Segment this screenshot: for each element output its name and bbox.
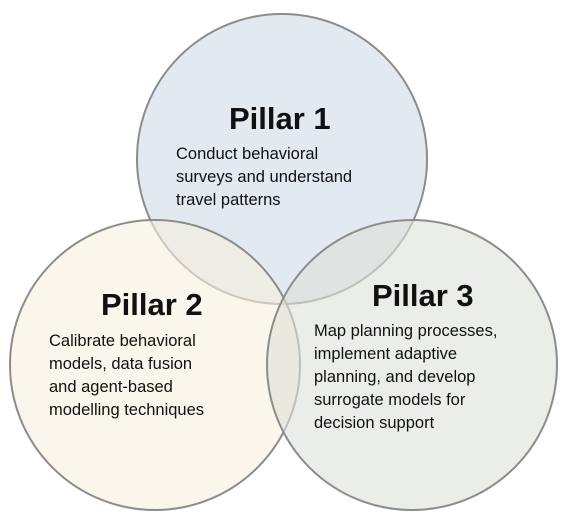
pillar-3-line: planning, and develop xyxy=(314,368,476,386)
pillar-3-line: implement adaptive xyxy=(314,345,458,363)
pillar-2-description: Calibrate behavioral models, data fusion… xyxy=(49,330,204,422)
pillar-3-title: Pillar 3 xyxy=(372,278,474,313)
pillar-3-line: decision support xyxy=(314,414,435,432)
pillar-3-line: surrogate models for xyxy=(314,391,466,409)
pillar-2-line: Calibrate behavioral xyxy=(49,332,196,350)
pillar-2-title: Pillar 2 xyxy=(101,287,203,322)
pillar-2-line: models, data fusion xyxy=(49,355,193,373)
pillar-1-line: surveys and understand xyxy=(176,168,353,186)
pillar-3-circle xyxy=(266,219,558,511)
pillar-2-line: and agent-based xyxy=(49,378,173,396)
pillar-1-line: travel patterns xyxy=(176,191,281,209)
pillar-3-description: Map planning processes, implement adapti… xyxy=(314,320,497,435)
pillar-2-line: modelling techniques xyxy=(49,401,205,419)
pillar-1-title: Pillar 1 xyxy=(229,101,331,136)
pillar-1-description: Conduct behavioral surveys and understan… xyxy=(176,143,352,212)
pillar-3-line: Map planning processes, xyxy=(314,322,498,340)
pillar-1-line: Conduct behavioral xyxy=(176,145,319,163)
